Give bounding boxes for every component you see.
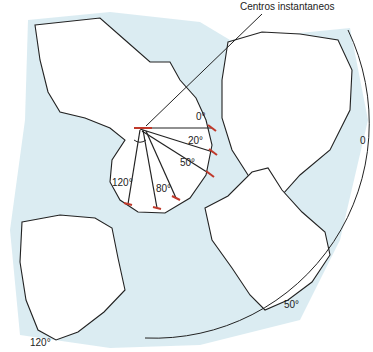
tibia-0 [222,32,352,200]
background-tint [10,12,368,348]
angle-label: 20° [188,136,203,146]
femur [35,18,212,213]
angle-label: 120° [112,178,133,188]
position-label: 50° [284,300,299,310]
angle-label: 0° [196,112,206,122]
angle-label: 80° [156,184,171,194]
angle-label: 50° [180,158,195,168]
leader-line [146,14,262,126]
tibia-120 [20,215,125,340]
tibia-50 [205,168,330,310]
position-label: 120° [30,338,51,348]
center-rays [128,128,213,208]
callout-title: Centros instantaneos [240,2,335,12]
center-marks [124,125,217,209]
rotation-arc [145,30,369,338]
angle-arc [134,140,146,142]
position-label: 0 [360,136,366,146]
bone-outlines [20,18,352,340]
